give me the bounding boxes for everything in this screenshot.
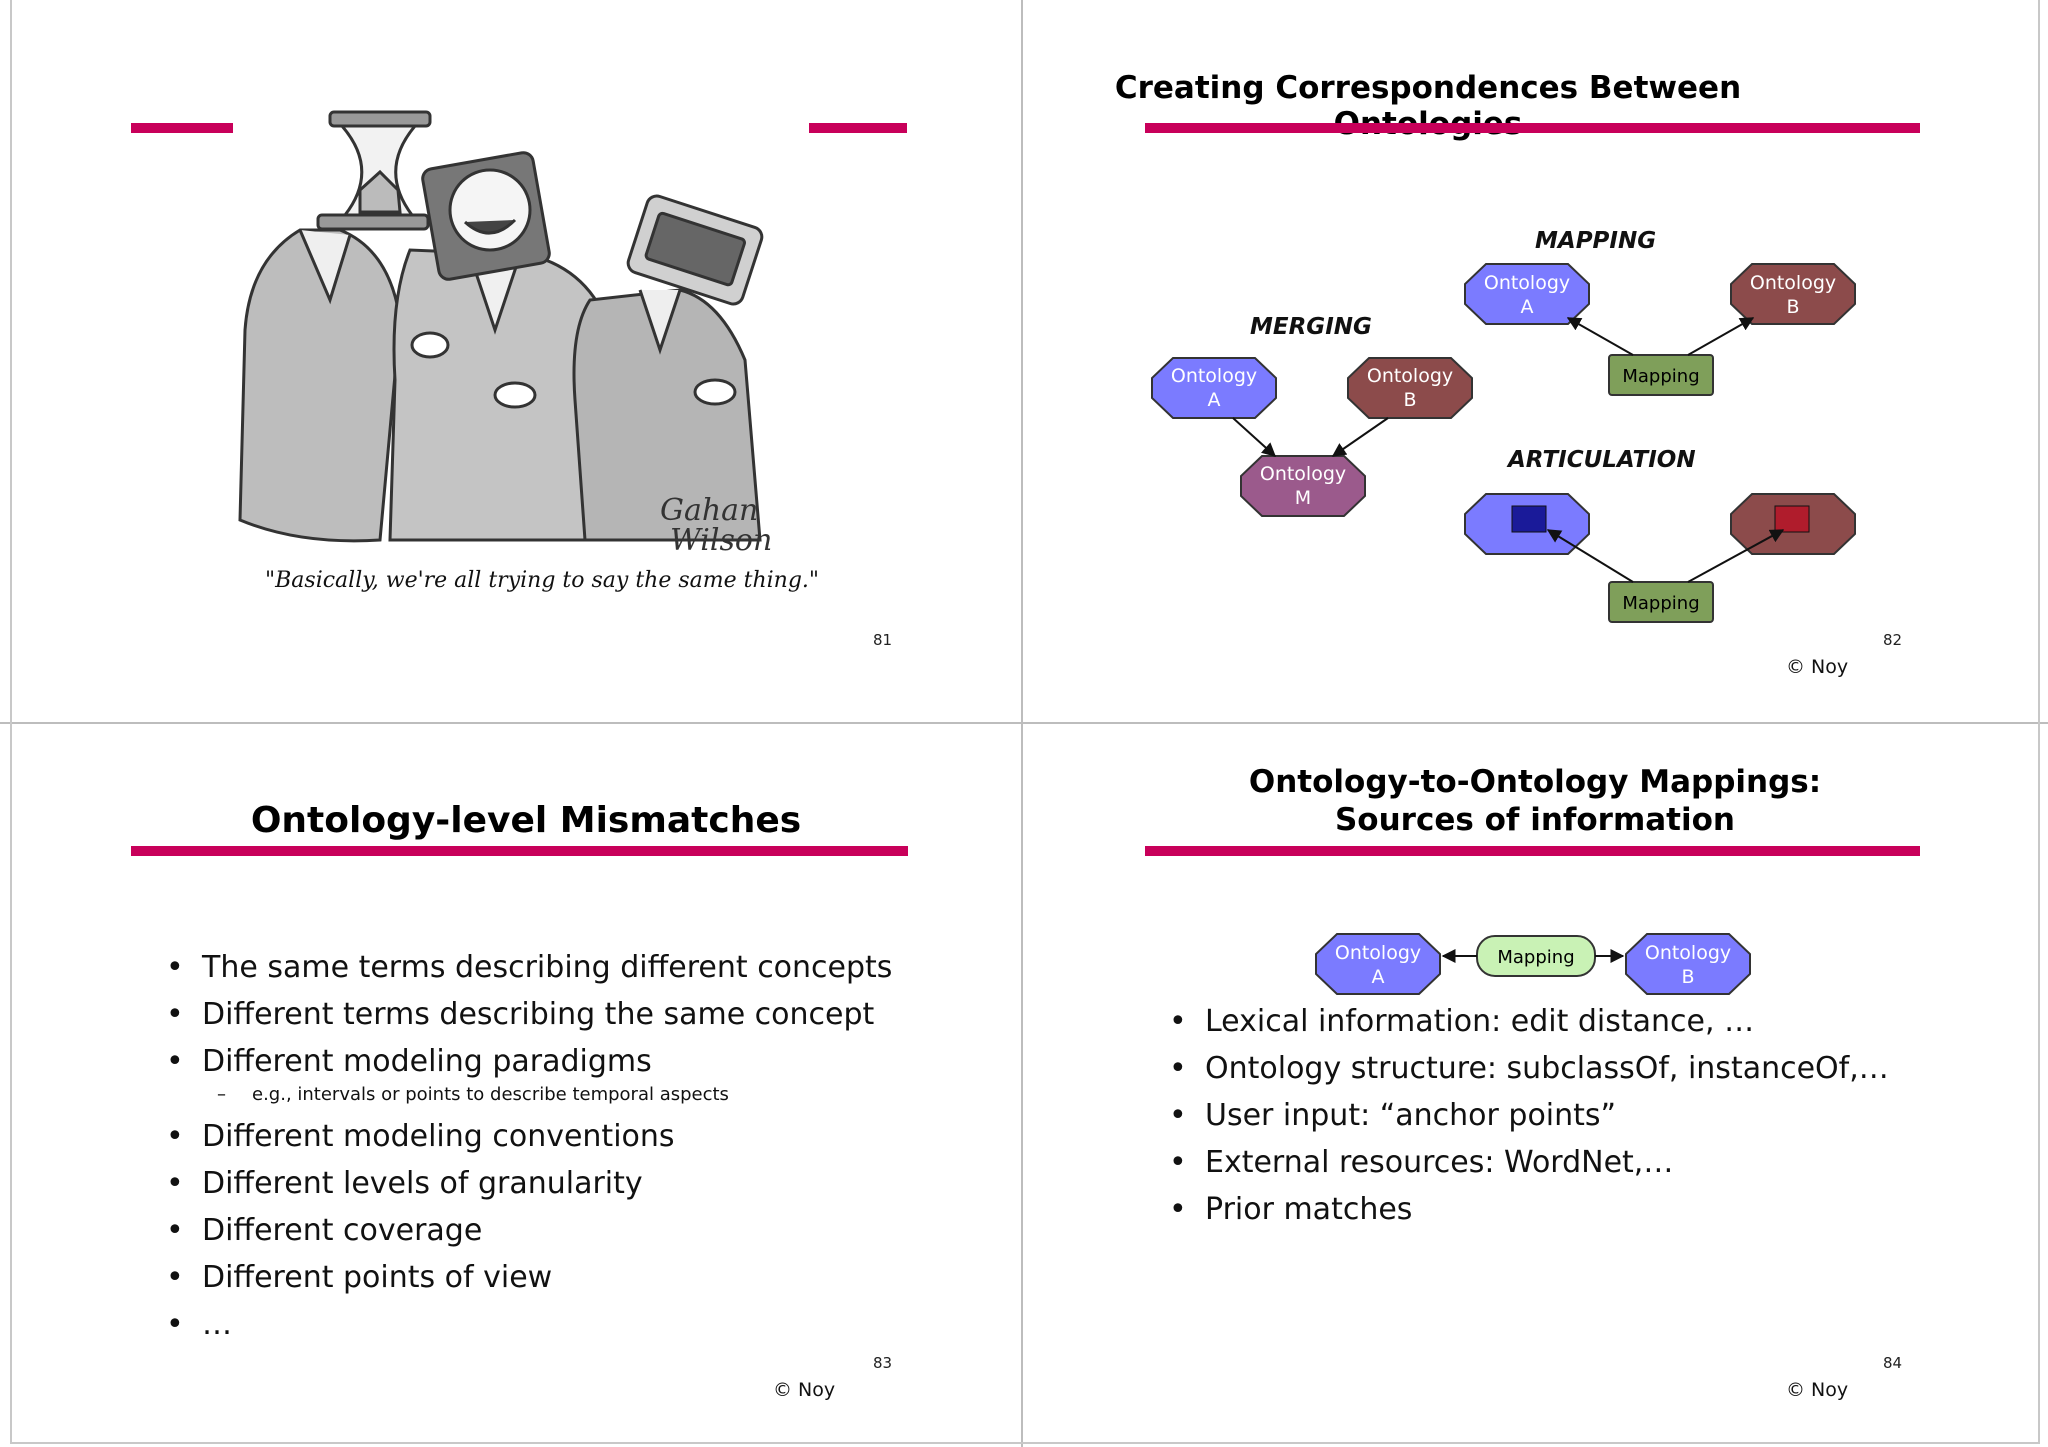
slide-84: Ontology-to-Ontology Mappings: Sources o… (1023, 724, 2044, 1446)
merging-label: MERGING (1250, 314, 1372, 340)
list-item: Prior matches (1165, 1186, 1889, 1233)
svg-text:M: M (1295, 487, 1311, 509)
svg-text:Ontology: Ontology (1750, 272, 1836, 294)
slide-title-line-1: Ontology-to-Ontology Mappings: (1248, 764, 1822, 800)
slide-title-line-2: Sources of information (1334, 802, 1735, 838)
map-ontology-a-node: Ontology A (1464, 263, 1590, 325)
svg-text:A: A (1521, 296, 1534, 318)
list-item: Ontology structure: subclassOf, instance… (1165, 1045, 1889, 1092)
list-item: … (162, 1301, 892, 1348)
ontology-a-node: Ontology A (1315, 933, 1441, 995)
merge-ontology-m-node: Ontology M (1240, 455, 1366, 517)
mismatch-list: The same terms describing different conc… (162, 944, 892, 1348)
articulation-label: ARTICULATION (1506, 447, 1696, 473)
copyright: © Noy (773, 1379, 836, 1401)
list-item: Different modeling paradigms (162, 1038, 892, 1085)
svg-text:B: B (1403, 389, 1416, 411)
slide-81: Gahan Wilson "Basically, we're all tryin… (0, 0, 1021, 722)
list-item: Different modeling conventions (162, 1113, 892, 1160)
svg-text:Ontology: Ontology (1335, 942, 1421, 964)
slide-83: Ontology-level Mismatches The same terms… (0, 724, 1021, 1446)
slide-82: Creating Correspondences Between Ontolog… (1023, 0, 2044, 722)
page-number: 81 (873, 631, 893, 649)
svg-text:Mapping: Mapping (1622, 593, 1699, 614)
list-item: Different terms describing the same conc… (162, 991, 892, 1038)
sources-list: Lexical information: edit distance, … On… (1165, 998, 1889, 1233)
articulation-ontology-b-node (1730, 493, 1856, 555)
accent-bar-left (131, 123, 233, 133)
merge-ontology-a-node: Ontology A (1151, 357, 1277, 419)
svg-text:A: A (1208, 389, 1221, 411)
horizontal-divider (0, 722, 2048, 724)
list-item: Different coverage (162, 1207, 892, 1254)
cartoon-illustration: Gahan Wilson (238, 110, 772, 558)
svg-text:Ontology: Ontology (1171, 365, 1257, 387)
mapping-label: MAPPING (1535, 228, 1656, 254)
accent-bar (131, 846, 908, 856)
mapping-box: Mapping (1476, 935, 1596, 977)
svg-text:B: B (1681, 966, 1694, 988)
mapping-box-top: Mapping (1608, 354, 1714, 396)
page-frame (10, 0, 2040, 1444)
svg-text:A: A (1372, 966, 1385, 988)
ontology-b-node: Ontology B (1625, 933, 1751, 995)
list-item: The same terms describing different conc… (162, 944, 892, 991)
copyright: © Noy (1786, 656, 1849, 678)
accent-bar-right (809, 123, 907, 133)
svg-text:Mapping: Mapping (1622, 366, 1699, 387)
list-subitem: e.g., intervals or points to describe te… (162, 1081, 892, 1109)
list-item: Lexical information: edit distance, … (1165, 998, 1889, 1045)
svg-text:Ontology: Ontology (1260, 463, 1346, 485)
slide-title: Ontology-level Mismatches (250, 800, 802, 841)
page-number: 82 (1883, 631, 1903, 649)
page-number: 83 (873, 1354, 893, 1372)
svg-text:Ontology: Ontology (1367, 365, 1453, 387)
mapping-diagram: Ontology A Ontology B Mapping (1315, 933, 1751, 995)
svg-text:B: B (1786, 296, 1799, 318)
svg-text:Ontology: Ontology (1484, 272, 1570, 294)
accent-bar (1145, 846, 1920, 856)
cartoon-caption: "Basically, we're all trying to say the … (265, 568, 820, 593)
copyright: © Noy (1786, 1379, 1849, 1401)
svg-text:Gahan: Gahan (660, 493, 758, 528)
svg-text:Ontology: Ontology (1645, 942, 1731, 964)
ontology-diagram: MERGING Ontology A Ontology B Ontology M… (1151, 228, 1856, 623)
list-item: User input: “anchor points” (1165, 1092, 1889, 1139)
map-ontology-b-node: Ontology B (1730, 263, 1856, 325)
merge-ontology-b-node: Ontology B (1347, 357, 1473, 419)
list-item: Different levels of granularity (162, 1160, 892, 1207)
accent-bar (1145, 123, 1920, 133)
page-number: 84 (1883, 1354, 1903, 1372)
svg-text:Mapping: Mapping (1497, 947, 1574, 968)
mapping-box-bottom: Mapping (1608, 581, 1714, 623)
svg-text:Wilson: Wilson (670, 523, 772, 558)
list-item: External resources: WordNet,… (1165, 1139, 1889, 1186)
list-item: Different points of view (162, 1254, 892, 1301)
